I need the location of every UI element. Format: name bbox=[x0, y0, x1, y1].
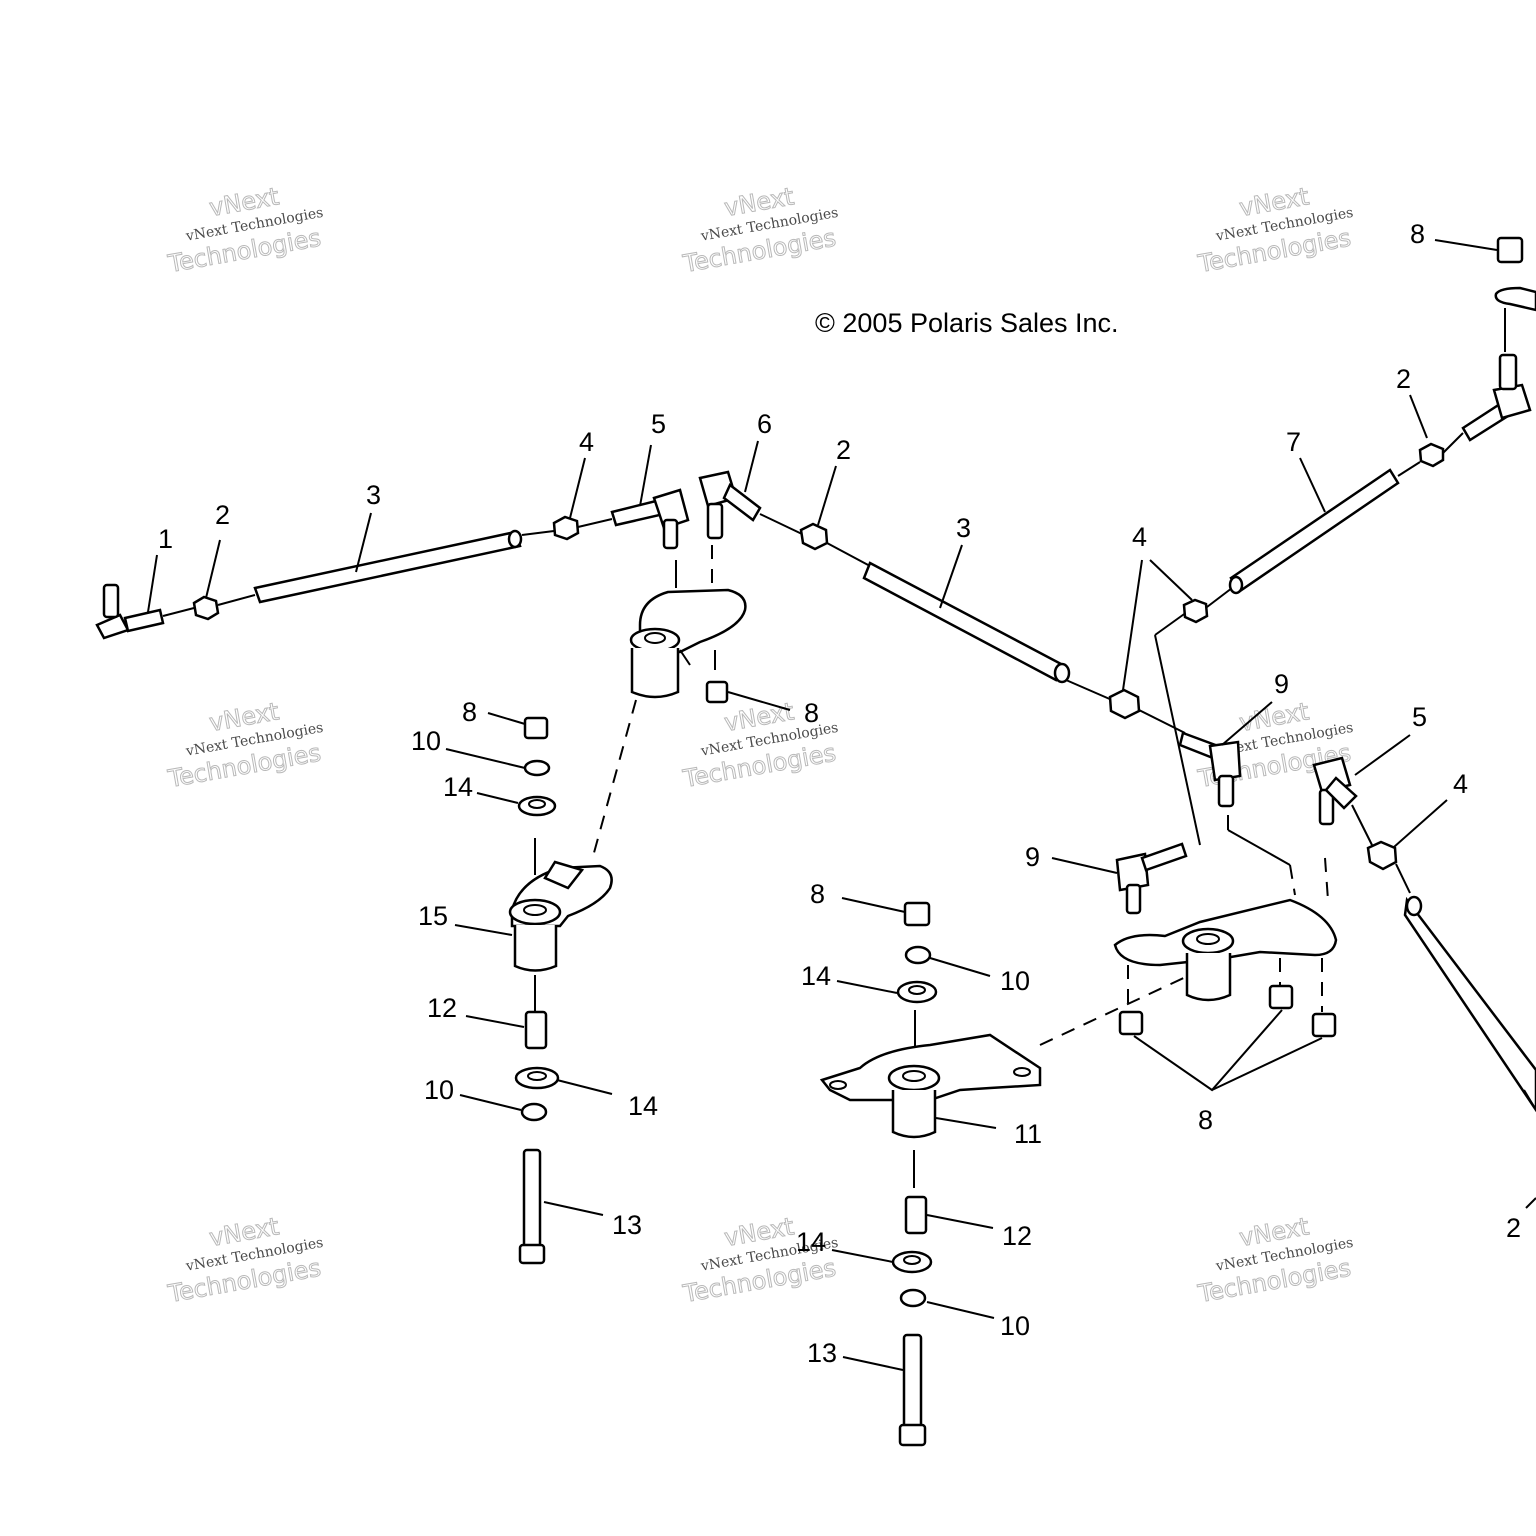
callout-14: 14 bbox=[443, 772, 473, 802]
rod-end-9 bbox=[1178, 731, 1242, 808]
callout-4: 4 bbox=[1132, 522, 1147, 552]
bolt-13 bbox=[518, 1148, 546, 1265]
jam-nut-4 bbox=[1182, 598, 1209, 624]
callout-8: 8 bbox=[810, 879, 825, 909]
spacer-12 bbox=[524, 1010, 548, 1050]
jam-nut-4 bbox=[1108, 688, 1141, 720]
lock-nut-8 bbox=[1311, 1012, 1337, 1038]
tie-rod-right bbox=[1403, 895, 1536, 1113]
callout-labels: 1 2 3 4 5 6 2 3 4 7 2 8 8 8 10 14 15 12 … bbox=[158, 219, 1521, 1368]
jam-nut-4 bbox=[1366, 840, 1398, 871]
washer-10 bbox=[523, 759, 551, 777]
bolt-13 bbox=[898, 1333, 927, 1447]
watermark: vNext vNext Technologies Technologies bbox=[1195, 182, 1355, 279]
callout-10: 10 bbox=[1000, 1311, 1030, 1341]
callout-5: 5 bbox=[651, 409, 666, 439]
callout-10: 10 bbox=[424, 1075, 454, 1105]
tie-rod-3 bbox=[253, 529, 523, 604]
tie-rod-3 bbox=[862, 561, 1071, 684]
callout-10: 10 bbox=[1000, 966, 1030, 996]
lock-nut-8 bbox=[523, 716, 549, 740]
callout-15: 15 bbox=[418, 901, 448, 931]
callout-1: 1 bbox=[158, 524, 173, 554]
callout-7: 7 bbox=[1286, 427, 1301, 457]
rod-end-upper-right bbox=[1461, 353, 1532, 442]
rod-end-5 bbox=[610, 488, 690, 550]
callout-2: 2 bbox=[1396, 364, 1411, 394]
bushing-14 bbox=[517, 795, 557, 817]
callout-2: 2 bbox=[836, 435, 851, 465]
watermark: vNext vNext Technologies Technologies bbox=[1195, 1212, 1355, 1309]
lock-nut-8 bbox=[903, 901, 931, 927]
pitman-arm-upper bbox=[629, 588, 747, 699]
callout-4: 4 bbox=[579, 427, 594, 457]
rod-end-1 bbox=[95, 583, 165, 640]
watermark: vNext vNext Technologies Technologies bbox=[680, 182, 840, 279]
idler-arm-15 bbox=[508, 860, 613, 972]
callout-6: 6 bbox=[757, 409, 772, 439]
callout-9: 9 bbox=[1274, 669, 1289, 699]
bushing-14 bbox=[891, 1250, 933, 1274]
watermark: vNext vNext Technologies Technologies bbox=[165, 182, 325, 279]
watermark: vNext vNext Technologies Technologies bbox=[165, 1212, 325, 1309]
callout-9: 9 bbox=[1025, 842, 1040, 872]
bushing-14 bbox=[514, 1066, 560, 1090]
callout-14: 14 bbox=[796, 1227, 826, 1257]
arm-fragment bbox=[1494, 286, 1536, 312]
jam-nut-4 bbox=[552, 515, 580, 541]
watermark: vNext vNext Technologies Technologies bbox=[165, 697, 325, 794]
callout-3: 3 bbox=[956, 513, 971, 543]
jam-nut-2 bbox=[192, 595, 220, 621]
callout-14: 14 bbox=[628, 1091, 658, 1121]
bushing-14 bbox=[896, 980, 938, 1004]
rod-end-6 bbox=[698, 470, 762, 540]
callout-12: 12 bbox=[427, 993, 457, 1023]
lock-nut-8 bbox=[1268, 984, 1294, 1010]
callout-2: 2 bbox=[1506, 1213, 1521, 1243]
callout-13: 13 bbox=[807, 1338, 837, 1368]
rod-end-5 bbox=[1312, 756, 1358, 826]
tie-rod-7 bbox=[1228, 468, 1400, 595]
callout-14: 14 bbox=[801, 961, 831, 991]
spacer-12 bbox=[904, 1195, 928, 1235]
callout-8: 8 bbox=[462, 697, 477, 727]
callout-2: 2 bbox=[215, 500, 230, 530]
copyright-notice: © 2005 Polaris Sales Inc. bbox=[815, 308, 1119, 338]
jam-nut-2 bbox=[799, 522, 829, 551]
lock-nut-8 bbox=[705, 680, 729, 704]
callout-5: 5 bbox=[1412, 702, 1427, 732]
lock-nut-8 bbox=[1118, 1010, 1144, 1036]
jam-nut-2 bbox=[1418, 442, 1445, 468]
rod-end-9 bbox=[1115, 842, 1188, 915]
callout-11: 11 bbox=[1014, 1119, 1042, 1149]
callout-3: 3 bbox=[366, 480, 381, 510]
callout-13: 13 bbox=[612, 1210, 642, 1240]
callout-10: 10 bbox=[411, 726, 441, 756]
callout-8: 8 bbox=[1410, 219, 1425, 249]
washer-10 bbox=[899, 1288, 927, 1308]
callout-8: 8 bbox=[1198, 1105, 1213, 1135]
callout-4: 4 bbox=[1453, 769, 1468, 799]
washer-10 bbox=[904, 945, 932, 965]
leader-lines bbox=[147, 239, 1536, 1371]
idler-arm-11 bbox=[819, 1033, 1042, 1139]
washer-10 bbox=[520, 1102, 548, 1122]
callout-12: 12 bbox=[1002, 1221, 1032, 1251]
pitman-arm-lower bbox=[1113, 898, 1338, 1002]
lock-nut-8 bbox=[1496, 236, 1524, 264]
callout-8: 8 bbox=[804, 698, 819, 728]
